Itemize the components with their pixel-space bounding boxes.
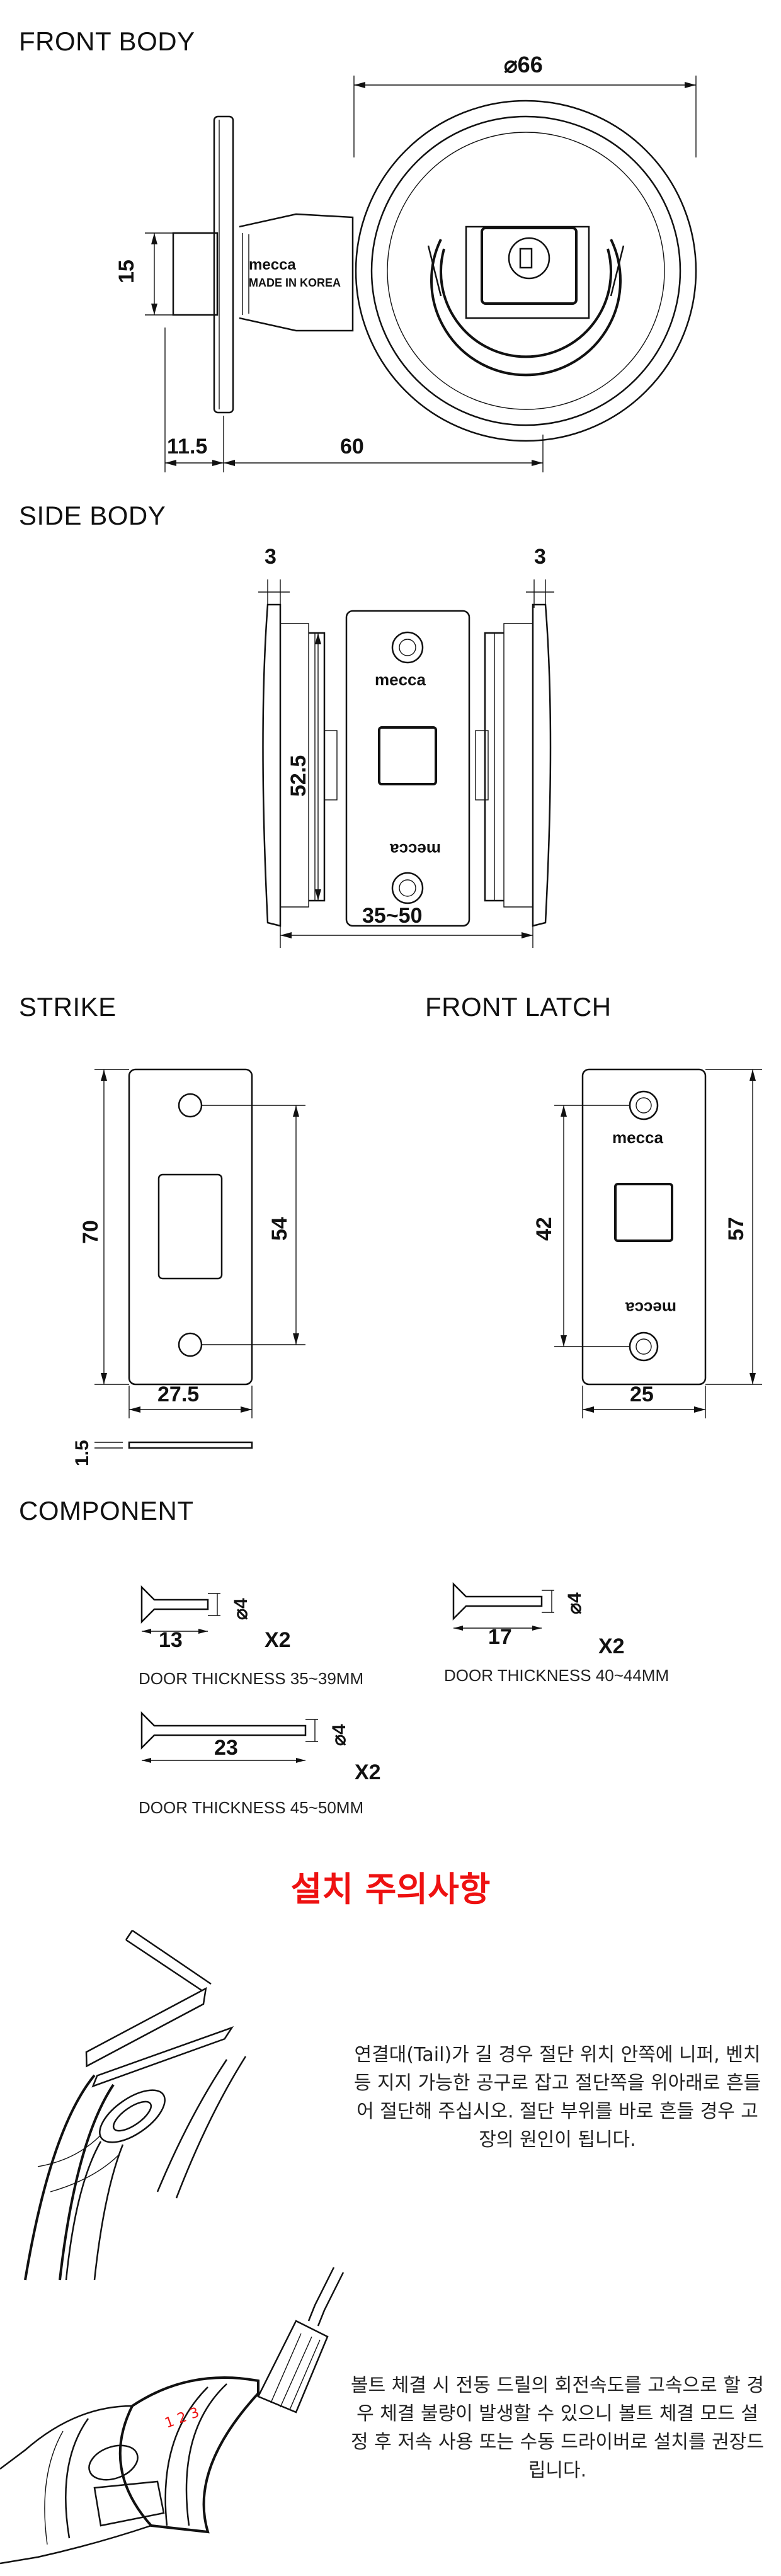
- precautions-title: 설치 주의사항: [290, 1869, 491, 1909]
- dim-width-35-50: 35~50: [362, 904, 423, 928]
- side-body-heading: SIDE BODY: [19, 501, 166, 530]
- screw-17: ⌀4 17 X2: [452, 1582, 625, 1658]
- screw-13-dia: ⌀4: [231, 1598, 251, 1620]
- screw-13-length: 13: [159, 1628, 183, 1652]
- dim-height-52-5: 52.5: [287, 755, 311, 797]
- component-heading: COMPONENT: [19, 1496, 194, 1525]
- dim-thickness-1-5: 1.5: [72, 1440, 93, 1466]
- svg-text:1 2 3: 1 2 3: [163, 2405, 202, 2432]
- strike-drawing: 70 54 27.5: [79, 1068, 305, 1418]
- front-body-made-in: MADE IN KOREA: [249, 276, 341, 289]
- screw-23-caption: DOOR THICKNESS 45~50MM: [139, 1798, 364, 1817]
- screw-23-dia: ⌀4: [329, 1724, 350, 1746]
- latch-brand-top: mecca: [612, 1128, 663, 1147]
- latch-brand-bottom: mecca: [625, 1299, 676, 1318]
- screw-17-caption: DOOR THICKNESS 40~44MM: [444, 1666, 670, 1685]
- dim-height-70: 70: [79, 1220, 103, 1244]
- dim-left-3: 3: [265, 545, 276, 569]
- front-body-drawing: ⌀66 MADE IN KOREA mecca 15 11.5 60: [115, 52, 697, 472]
- precaution-note-drill-speed: 볼트 체결 시 전동 드릴의 회전속도를 고속으로 할 경우 체결 불량이 발생…: [351, 2374, 764, 2482]
- side-body-drawing: 3 3 mecca mecca 52.5 35~50: [258, 545, 554, 948]
- dim-height-54: 54: [268, 1217, 292, 1241]
- pliers-cutting-illustration: [24, 1929, 247, 2281]
- dim-right-3: 3: [534, 545, 546, 569]
- screw-13-qty: X2: [265, 1628, 291, 1652]
- screw-17-dia: ⌀4: [564, 1592, 585, 1614]
- dim-width-11-5: 11.5: [167, 435, 207, 459]
- screw-17-length: 17: [488, 1625, 512, 1649]
- front-body-heading: FRONT BODY: [19, 26, 195, 56]
- dim-width-25: 25: [630, 1382, 654, 1406]
- dim-height-42: 42: [532, 1217, 556, 1241]
- screw-23-qty: X2: [355, 1760, 381, 1784]
- front-latch-heading: FRONT LATCH: [425, 992, 612, 1022]
- screw-23-length: 23: [214, 1736, 238, 1760]
- drill-illustration: 1 2 3: [0, 2267, 345, 2565]
- dim-height-15: 15: [115, 259, 139, 283]
- side-brand-bottom: mecca: [390, 840, 441, 859]
- side-brand-top: mecca: [375, 670, 426, 689]
- strike-thickness-drawing: 1.5: [72, 1440, 253, 1466]
- precaution-note-tail-cutting: 연결대(Tail)가 길 경우 절단 위치 안쪽에 니퍼, 벤치 등 지지 가능…: [353, 2044, 761, 2151]
- front-latch-drawing: mecca mecca 42 57 25: [532, 1068, 762, 1418]
- dim-diameter-66: ⌀66: [504, 52, 543, 77]
- screw-23: ⌀4 23 X2: [140, 1711, 381, 1784]
- dim-width-60: 60: [340, 435, 364, 459]
- screw-13-caption: DOOR THICKNESS 35~39MM: [139, 1669, 364, 1688]
- screw-13: ⌀4 13 X2: [140, 1585, 291, 1652]
- front-body-brand: mecca: [249, 256, 296, 273]
- screw-17-qty: X2: [598, 1634, 625, 1658]
- dim-width-27-5: 27.5: [157, 1382, 199, 1406]
- dim-height-57: 57: [724, 1217, 748, 1241]
- strike-heading: STRIKE: [19, 992, 117, 1022]
